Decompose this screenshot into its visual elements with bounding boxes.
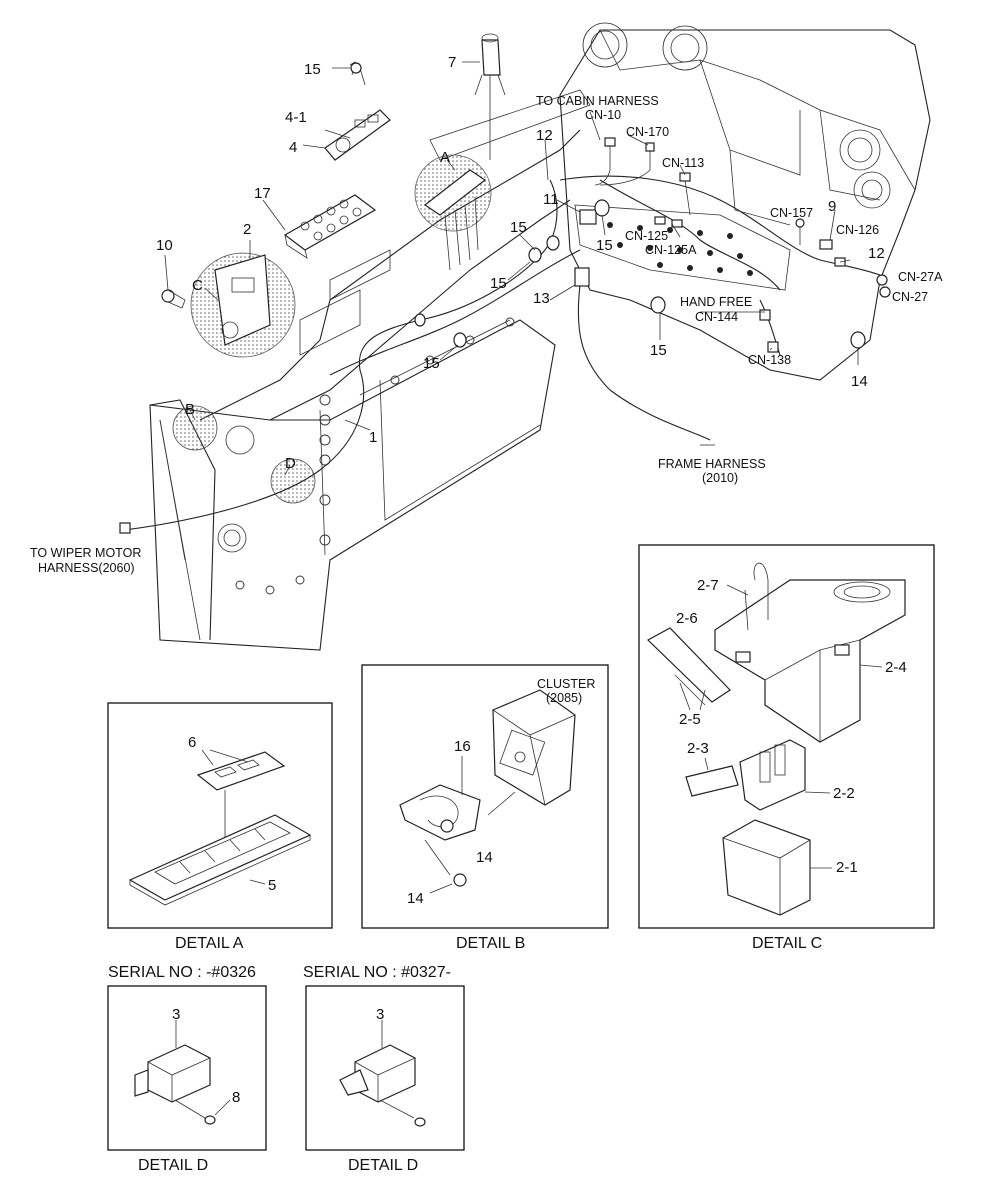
detail-d-2: SERIAL NO : #0327- 3 DETAIL D [303, 964, 465, 1174]
label-to-wiper-motor: TO WIPER MOTOR [30, 546, 141, 560]
label-cn-113: CN-113 [662, 156, 704, 170]
label-frame-harness-no: (2010) [702, 471, 738, 485]
callout-13: 13 [533, 290, 550, 307]
detail-d1-callout-3: 3 [172, 1006, 180, 1023]
detail-c-callout-2-7: 2-7 [697, 577, 719, 594]
detail-c-callout-2-2: 2-2 [833, 785, 855, 802]
callout-15f: 15 [650, 342, 667, 359]
callout-12b: 12 [868, 245, 885, 262]
label-wiper-harness-no: HARNESS(2060) [38, 561, 135, 575]
detail-a-callout-6: 6 [188, 734, 196, 751]
label-hand-free: HAND FREE [680, 295, 752, 309]
detail-a-caption: DETAIL A [175, 935, 244, 952]
label-cn-27: CN-27 [892, 290, 928, 304]
callout-15a: 15 [304, 61, 321, 78]
label-to-cabin-harness: TO CABIN HARNESS [536, 94, 659, 108]
detail-d1-caption: DETAIL D [138, 1157, 208, 1174]
detail-b-cluster: CLUSTER [537, 677, 595, 691]
label-cn-138: CN-138 [748, 353, 791, 367]
callout-B: B [185, 401, 195, 418]
callout-10: 10 [156, 237, 173, 254]
label-cn-125a: CN-125A [645, 243, 697, 257]
callout-9: 9 [828, 198, 836, 215]
detail-c-caption: DETAIL C [752, 935, 822, 952]
detail-c-callout-2-3: 2-3 [687, 740, 709, 757]
detail-d-1: SERIAL NO : -#0326 3 8 DETAIL D [107, 964, 267, 1174]
callout-15e: 15 [423, 355, 440, 372]
detail-b-callout-16: 16 [454, 738, 471, 755]
detail-c-callout-2-1: 2-1 [836, 859, 858, 876]
detail-a: 6 5 DETAIL A [107, 702, 333, 952]
detail-b-cluster-no: (2085) [546, 691, 582, 705]
label-cn-157: CN-157 [770, 206, 813, 220]
detail-b-callout-14a: 14 [476, 849, 493, 866]
callout-2: 2 [243, 221, 251, 238]
callout-15c: 15 [490, 275, 507, 292]
callout-15b: 15 [510, 219, 527, 236]
detail-c-callout-2-4: 2-4 [885, 659, 907, 676]
detail-a-callout-5: 5 [268, 877, 276, 894]
label-cn-170: CN-170 [626, 125, 669, 139]
callout-11: 11 [543, 191, 559, 208]
detail-b: CLUSTER (2085) 16 14 14 DETAIL B [361, 664, 609, 952]
label-cn-125: CN-125 [625, 229, 668, 243]
detail-d2-serial: SERIAL NO : #0327- [303, 964, 451, 981]
detail-d2-caption: DETAIL D [348, 1157, 418, 1174]
label-cn-144: CN-144 [695, 310, 738, 324]
label-cn-10: CN-10 [585, 108, 621, 122]
callout-12a: 12 [536, 127, 553, 144]
callout-D: D [285, 455, 296, 472]
cab-floor-assembly [119, 22, 931, 651]
callout-7: 7 [448, 54, 456, 71]
detail-b-caption: DETAIL B [456, 935, 525, 952]
callout-17: 17 [254, 185, 271, 202]
callout-A: A [440, 149, 450, 166]
label-frame-harness: FRAME HARNESS [658, 457, 766, 471]
detail-d1-callout-8: 8 [232, 1089, 240, 1106]
detail-c-callout-2-5: 2-5 [679, 711, 701, 728]
callout-4-1: 4-1 [285, 109, 307, 126]
callout-C: C [192, 277, 203, 294]
detail-b-callout-14b: 14 [407, 890, 424, 907]
detail-c-callout-2-6: 2-6 [676, 610, 698, 627]
detail-d2-callout-3: 3 [376, 1006, 384, 1023]
detail-c: 2-7 2-6 2-4 2-5 2-3 2-2 2-1 DETAIL C [638, 544, 935, 952]
callout-1: 1 [369, 429, 377, 446]
callout-4: 4 [289, 139, 297, 156]
callout-14: 14 [851, 373, 868, 390]
label-cn-126: CN-126 [836, 223, 879, 237]
callout-15d: 15 [596, 237, 613, 254]
detail-d1-serial: SERIAL NO : -#0326 [108, 964, 256, 981]
label-cn-27a: CN-27A [898, 270, 943, 284]
